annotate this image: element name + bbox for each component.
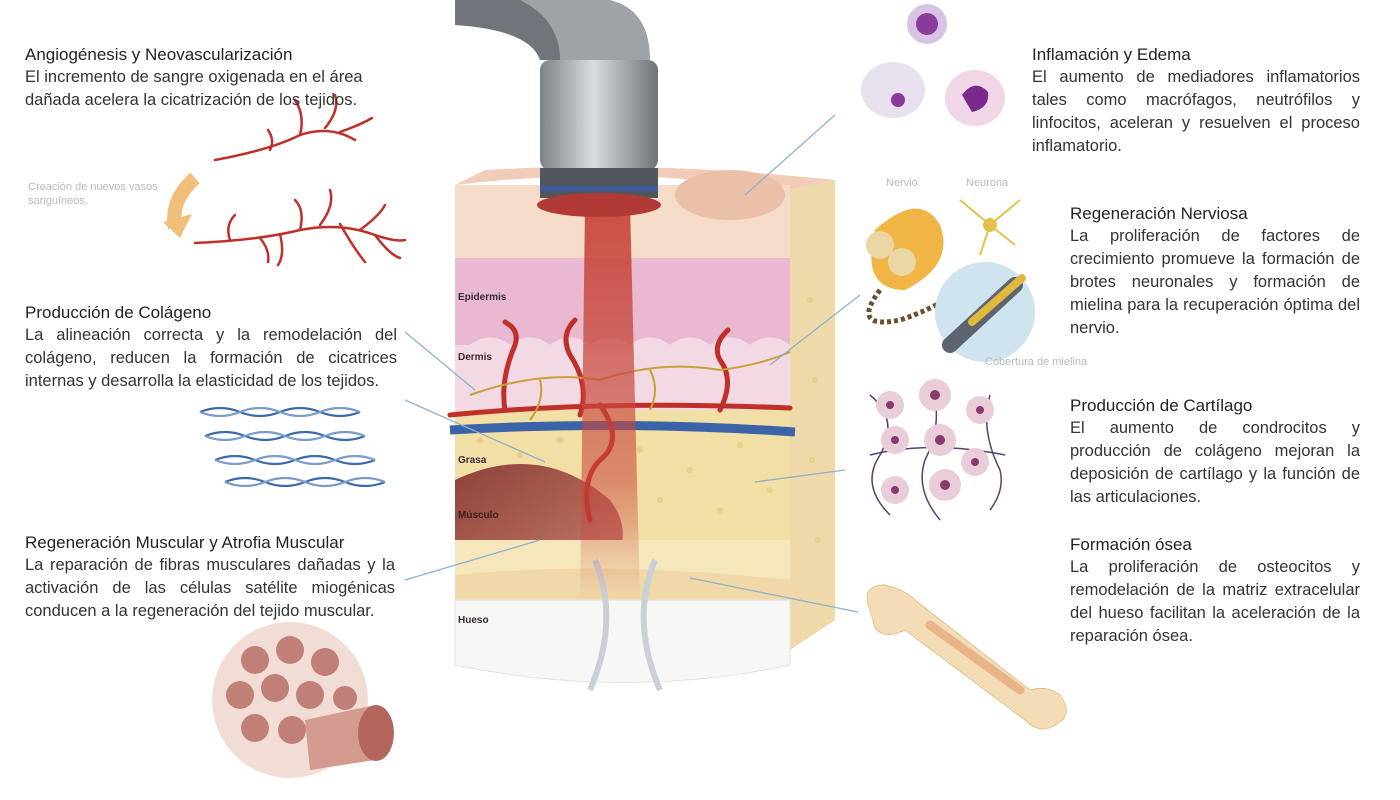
inflammation-block: Inflamación y Edema El aumento de mediad… [1032, 43, 1360, 158]
layer-label-epidermis: Epidermis [458, 292, 507, 303]
angiogenesis-block: Angiogénesis y Neovascularización El inc… [25, 43, 410, 112]
nerve-label: Nervio [886, 177, 918, 189]
layer-label-dermis: Dermis [458, 352, 492, 363]
new-vessels-label: Creación de nuevos vasos sanguíneos. [28, 181, 158, 207]
nerve-regeneration-body: La proliferación de factores de crecimie… [1070, 227, 1360, 337]
muscle-block: Regeneración Muscular y Atrofia Muscular… [25, 531, 395, 623]
layer-label-fat: Grasa [458, 455, 487, 466]
angiogenesis-vessels-after [193, 188, 407, 267]
cartilage-cells [869, 379, 1006, 521]
muscle-title: Regeneración Muscular y Atrofia Muscular [25, 533, 345, 552]
angiogenesis-body: El incremento de sangre oxigenada en el … [25, 68, 363, 109]
edema-bump [675, 170, 785, 220]
cartilage-title: Producción de Cartílago [1070, 396, 1253, 415]
muscle-body: La reparación de fibras musculares dañad… [25, 556, 395, 620]
tissue-block [447, 166, 835, 692]
collagen-block: Producción de Colágeno La alineación cor… [25, 301, 397, 393]
cartilage-block: Producción de Cartílago El aumento de co… [1070, 394, 1360, 509]
inflammation-body: El aumento de mediadores inflamatorios t… [1032, 68, 1360, 155]
bone-formation-block: Formación ósea La proliferación de osteo… [1070, 533, 1360, 648]
collagen-title: Producción de Colágeno [25, 303, 212, 322]
inflammatory-cells [861, 4, 1005, 126]
muscle-fiber-bundle [212, 622, 394, 778]
bone-formation-body: La proliferación de osteocitos y remodel… [1070, 558, 1360, 645]
neuron-label: Neurona [966, 177, 1009, 189]
applicator-device [455, 0, 661, 217]
collagen-body: La alineación correcta y la remodelación… [25, 326, 397, 390]
angiogenesis-title: Angiogénesis y Neovascularización [25, 45, 293, 64]
bone-illustration [866, 584, 1067, 730]
inflammation-title: Inflamación y Edema [1032, 45, 1191, 64]
nerve-illustration [866, 199, 1035, 362]
myelin-label: Cobertura de mielina [985, 356, 1088, 368]
nerve-fibers [469, 351, 791, 421]
pointer-lines [404, 114, 861, 613]
bone-layer [454, 599, 791, 683]
fat-texture [477, 297, 821, 543]
nerve-regeneration-title: Regeneración Nerviosa [1070, 204, 1248, 223]
nerve-regeneration-block: Regeneración Nerviosa La proliferación d… [1070, 202, 1360, 340]
collagen-fibers [199, 406, 386, 488]
shockwave-beam [580, 205, 640, 600]
layer-label-muscle: Músculo [458, 510, 499, 521]
layer-label-bone: Hueso [458, 615, 489, 626]
bone-formation-title: Formación ósea [1070, 535, 1192, 554]
angiogenesis-vessels-before [213, 93, 374, 162]
cartilage-body: El aumento de condrocitos y producción d… [1070, 419, 1360, 506]
tissue-side-face [790, 180, 835, 650]
